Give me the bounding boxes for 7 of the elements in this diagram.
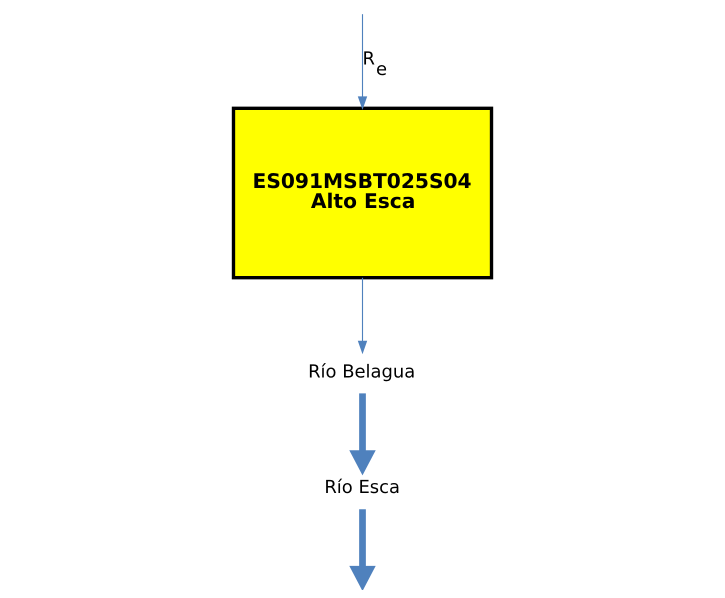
arrow (358, 14, 368, 110)
node-box: ES091MSBT025S04 Alto Esca (232, 106, 494, 280)
arrow (349, 509, 376, 590)
arrow (358, 278, 368, 354)
node-text: Río Esca (324, 476, 400, 498)
arrow (349, 393, 376, 476)
node-text: Río Belagua (308, 361, 416, 382)
